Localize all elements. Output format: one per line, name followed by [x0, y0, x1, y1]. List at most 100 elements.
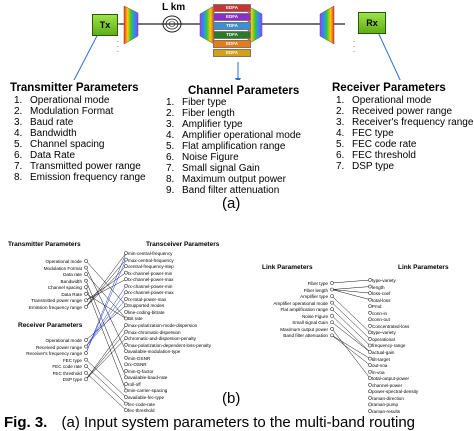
connector-dot — [368, 409, 372, 413]
caption-prefix: Fig. 3. — [4, 414, 48, 431]
connection-line — [85, 324, 127, 380]
list-item: min-Q-factor — [128, 368, 154, 374]
list-item: length — [372, 284, 385, 290]
list-item: in-voa — [372, 369, 385, 375]
list-item: max-polarization-dependent-loss-penalty — [128, 342, 211, 348]
list-item: 7.Small signal Gain — [166, 163, 260, 174]
svg-text:.: . — [117, 42, 119, 49]
connector-dot — [124, 329, 128, 334]
list-item: total-loss — [372, 297, 391, 303]
list-item: min-carrier-spacing — [128, 388, 168, 394]
connection-line — [85, 259, 127, 308]
connection-line — [331, 315, 371, 353]
connection-line — [331, 322, 371, 353]
list-item: 5.Channel spacing — [14, 139, 105, 150]
figure-caption: Fig. 3. (a) Input system parameters to t… — [4, 414, 415, 431]
list-item: Amplifier operational mode — [273, 300, 328, 306]
rx-box: Rx — [358, 12, 386, 34]
connector-dot — [124, 401, 128, 406]
connector-dot — [368, 343, 372, 348]
connector-dot — [368, 402, 372, 407]
connector-dot — [84, 338, 88, 342]
connection-line — [331, 328, 371, 379]
connector-dot — [330, 287, 334, 292]
list-item: 1.Operational mode — [336, 95, 432, 106]
connection-line — [85, 259, 127, 354]
list-item: 2.Received power range — [336, 106, 453, 117]
connector-dot — [124, 375, 128, 380]
list-item: Maximum output power — [280, 326, 328, 332]
connection-line — [331, 335, 371, 359]
connection-line — [331, 289, 371, 294]
connector-dot — [330, 333, 334, 338]
connector-dot — [368, 389, 372, 394]
transmitter-list: 1.Operational mode 2.Modulation Format 3… — [14, 95, 146, 183]
receiver-title: Receiver Parameters — [332, 82, 446, 94]
list-item: 4.Amplifier operational mode — [166, 130, 301, 141]
b-rx-list: Operational mode Received power range Re… — [8, 338, 82, 384]
list-item: FEC threshold — [52, 370, 82, 376]
connector-dot — [330, 307, 334, 312]
list-item: type-variety — [372, 330, 396, 336]
list-item: min-central-frequency — [128, 251, 173, 256]
connector-dot — [368, 317, 372, 322]
list-item: Operational mode — [45, 259, 82, 264]
list-item: available-baud-rate — [128, 375, 168, 381]
connection-line — [85, 252, 127, 307]
connection-line — [331, 295, 371, 333]
connector-dot — [124, 277, 128, 282]
list-item: operational — [372, 336, 395, 342]
connector-dot — [368, 284, 372, 289]
list-item: raman-direction — [372, 395, 404, 401]
list-item: 3.Receiver's frequency range — [336, 117, 474, 128]
multiplexer-left — [123, 5, 139, 45]
connection-line — [85, 359, 127, 398]
receiver-list: 1.Operational mode 2.Received power rang… — [336, 95, 473, 172]
svg-text:.: . — [353, 37, 355, 44]
list-item: Data rate — [63, 272, 82, 278]
list-item: available-modulation-type — [128, 349, 181, 355]
connector-dot — [330, 327, 334, 331]
list-item: chromatic-and-dispersion-penalty — [128, 336, 196, 342]
list-item: Noise Figure — [301, 313, 328, 319]
connection-line — [85, 372, 127, 411]
connection-line — [85, 278, 127, 301]
connector-dot — [330, 294, 334, 298]
list-item: fec-code-rate — [128, 401, 156, 407]
list-item: 7.DSP type — [336, 161, 395, 172]
tx-box: Tx — [92, 14, 118, 36]
schematic-diagram: . . . . . . — [73, 5, 401, 80]
connector-dot — [124, 251, 128, 255]
list-item: 1.Operational mode — [14, 95, 110, 106]
connector-dot — [368, 337, 372, 341]
amp-card: EDFA — [213, 13, 251, 21]
list-item: 5.FEC code rate — [336, 139, 417, 150]
list-item: 7.Transmitted power range — [14, 161, 141, 172]
label-a: (a) — [222, 195, 241, 212]
connection-line — [331, 279, 371, 284]
svg-text:.: . — [117, 37, 119, 44]
list-item: channel-power — [372, 382, 403, 388]
connector-dot — [368, 396, 372, 400]
amp-card: EDFA — [213, 40, 251, 48]
connector-dot — [124, 257, 128, 262]
connector-dot — [124, 336, 128, 340]
list-item: FEC code rate — [52, 364, 82, 370]
list-item: Emission frequency range — [28, 304, 82, 310]
connector-dot — [330, 313, 334, 318]
connector-dot — [124, 349, 128, 354]
list-item: Fiber length — [303, 287, 328, 293]
list-item: 1.Fiber type — [166, 97, 227, 108]
connector-dot — [124, 369, 128, 373]
connector-dot — [124, 303, 128, 308]
svg-text:.: . — [117, 47, 119, 54]
svg-text:.: . — [353, 42, 355, 49]
channel-list: 1.Fiber type 2.Fiber length 3.Amplifier … — [166, 97, 301, 196]
amp-card: EDFA — [213, 49, 251, 57]
connector-dot — [84, 370, 88, 375]
connection-line — [85, 298, 127, 347]
connection-line — [85, 331, 127, 380]
list-item: Channel spacing — [47, 285, 82, 291]
list-item: total-output-power — [372, 376, 410, 382]
list-item: Fiber type — [307, 281, 328, 286]
